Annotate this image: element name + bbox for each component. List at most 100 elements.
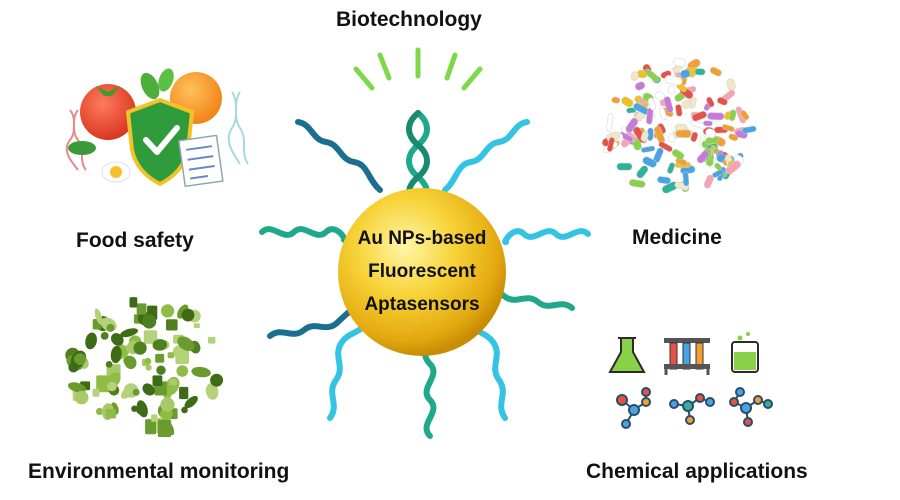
center-title-line-1: Au NPs-based — [357, 228, 487, 249]
eco-icon — [145, 419, 157, 435]
eco-icon — [207, 336, 216, 344]
label-medicine: Medicine — [632, 226, 722, 249]
eco-icon — [142, 383, 155, 396]
pill-icon — [644, 68, 660, 83]
eco-icon — [152, 339, 168, 351]
pill-icon — [629, 179, 646, 188]
eco-icon — [133, 341, 147, 355]
eco-icon — [143, 330, 158, 344]
eco-icon — [124, 355, 137, 369]
center-title-line-3: Aptasensors — [364, 294, 480, 315]
aptamer-strand-right — [502, 228, 591, 246]
pill-icon — [606, 137, 615, 152]
molecule-icon-2 — [669, 393, 715, 425]
pill-icon — [642, 156, 657, 168]
pill-icon — [706, 96, 715, 108]
pill-icon — [640, 145, 656, 153]
pill-icon — [611, 96, 621, 104]
eco-icon — [92, 388, 100, 397]
eco-icon — [135, 403, 148, 415]
pill-icon — [728, 109, 737, 122]
pill-icon — [606, 113, 614, 132]
biotech-burst-icon — [353, 47, 483, 91]
eco-icon — [175, 346, 189, 364]
eco-icon — [151, 414, 158, 422]
eco-icon — [160, 397, 175, 412]
pill-icon — [621, 96, 634, 108]
aptamer-strand-upper-left — [295, 119, 383, 193]
eco-icon — [136, 303, 147, 315]
eco-icon — [157, 419, 172, 437]
eco-icon — [129, 297, 138, 308]
eco-icon — [145, 364, 152, 371]
pill-icon — [663, 96, 674, 114]
eco-icon — [120, 328, 139, 338]
pill-icon — [721, 124, 735, 132]
eco-icon — [110, 345, 122, 364]
eco-icon — [67, 382, 87, 393]
eco-icon — [144, 357, 152, 365]
eco-icon — [156, 365, 166, 375]
eco-icon — [167, 352, 174, 359]
label-environmental-monitoring: Environmental monitoring — [28, 460, 290, 483]
pill-icon — [658, 141, 673, 152]
beaker-icon — [731, 332, 759, 373]
aptamer-strand-bottom — [421, 341, 437, 439]
pill-icon — [694, 68, 706, 76]
pill-icon — [634, 81, 646, 91]
pill-icon — [741, 125, 757, 134]
pill-icon — [640, 131, 649, 142]
aptamer-strand-left — [259, 226, 348, 244]
pill-icon — [675, 129, 692, 138]
tomato-icon — [80, 84, 136, 140]
aptamer-strand-lower-left — [267, 305, 355, 339]
pill-icon — [681, 99, 691, 109]
medicine-pills-illustration — [601, 57, 757, 194]
eco-icon — [166, 319, 178, 331]
pill-icon — [647, 97, 656, 111]
eco-icon — [184, 395, 198, 409]
test-tube-rack-icon — [664, 338, 710, 375]
chemical-icons — [608, 332, 773, 429]
pill-icon — [705, 128, 717, 139]
eco-icon — [155, 353, 165, 363]
eco-icon — [95, 407, 104, 416]
eco-icon — [110, 333, 124, 346]
eco-icon — [74, 390, 89, 405]
pill-icon — [675, 104, 683, 117]
pill-icon — [690, 119, 707, 130]
eco-icon — [152, 375, 163, 386]
molecule-icon-1 — [616, 387, 651, 429]
pill-icon — [630, 71, 639, 81]
pill-icon — [679, 69, 691, 79]
label-chemical-applications: Chemical applications — [586, 460, 808, 483]
pill-icon — [667, 162, 676, 174]
eco-icon — [100, 332, 109, 340]
pill-icon — [717, 97, 728, 106]
eco-icon — [210, 373, 224, 387]
pill-icon — [636, 165, 649, 179]
eco-icon — [85, 332, 97, 350]
eco-icon — [193, 323, 200, 329]
pill-icon — [712, 169, 724, 178]
eco-icon — [177, 336, 195, 351]
eco-icon — [68, 362, 79, 373]
pill-icon — [725, 160, 741, 175]
pill-icon — [659, 107, 667, 121]
eco-icon — [106, 323, 115, 332]
pill-icon — [682, 171, 690, 187]
eco-icon — [116, 342, 128, 359]
pill-icon — [671, 149, 685, 160]
eco-icon — [176, 365, 189, 377]
eco-icon — [96, 375, 110, 393]
pill-icon — [703, 120, 713, 127]
eco-icon — [161, 304, 175, 318]
eco-icon — [74, 353, 86, 366]
label-food-safety: Food safety — [76, 229, 194, 252]
pill-icon — [726, 78, 736, 91]
center-title-line-2: Fluorescent — [368, 261, 476, 282]
food-safety-illustration — [58, 65, 266, 197]
pill-icon — [668, 85, 676, 95]
pill-icon — [674, 123, 687, 131]
